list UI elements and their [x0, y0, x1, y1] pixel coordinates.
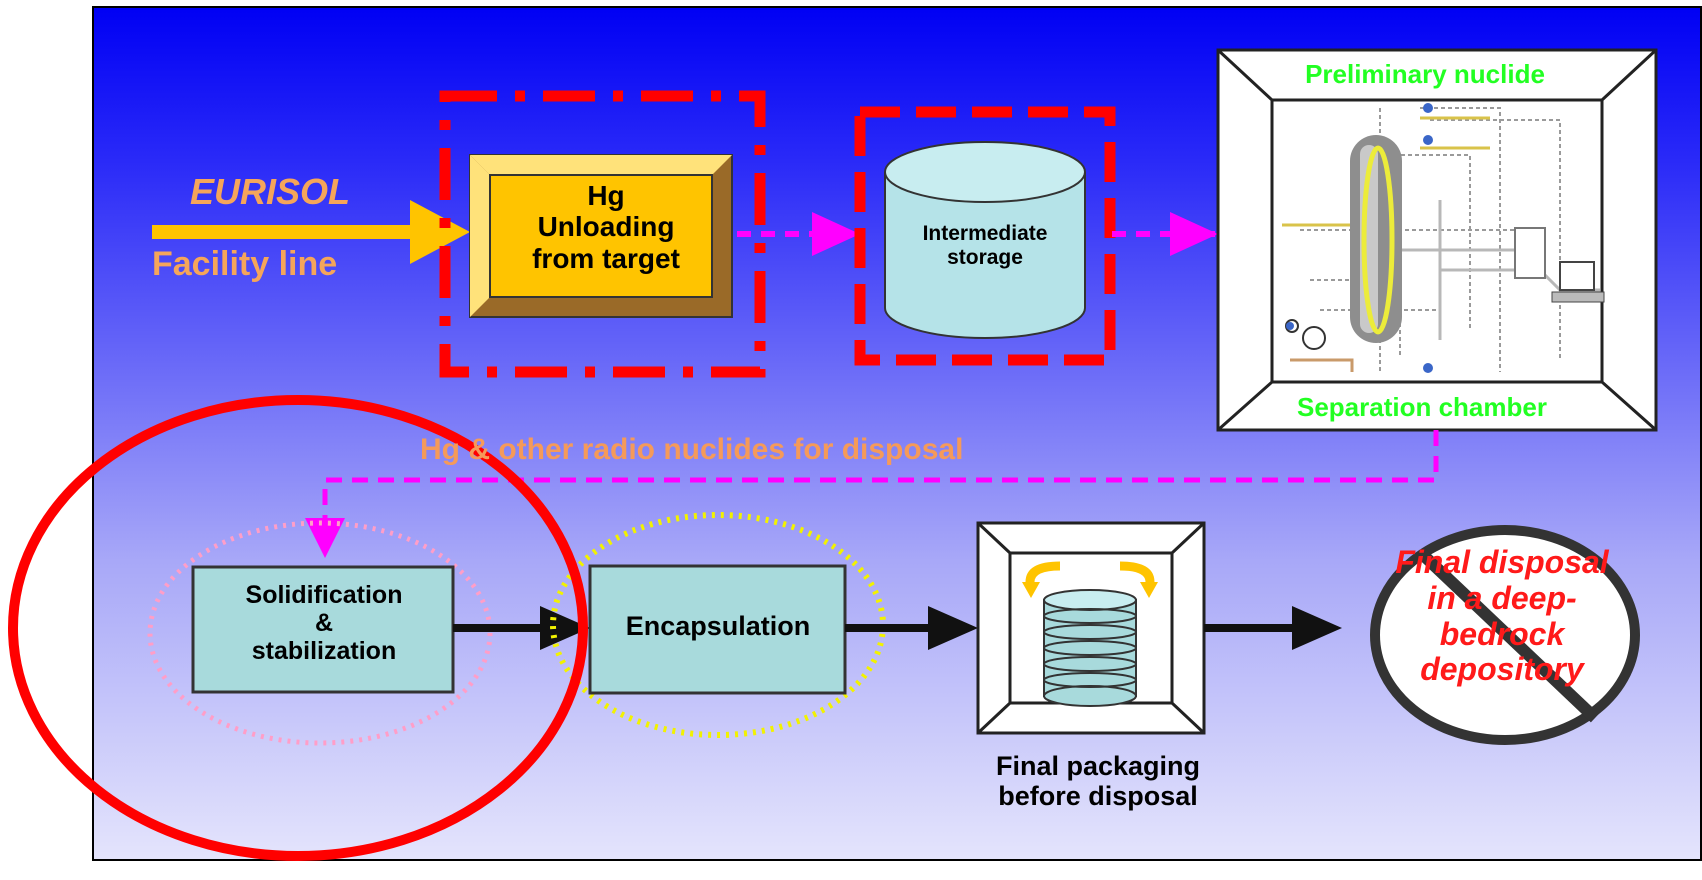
storage-highlight-frame — [854, 106, 1116, 366]
final-packaging-label: Final packaging before disposal — [995, 751, 1201, 812]
flow-arrowhead-storage — [812, 212, 860, 256]
red-circle-marker — [8, 395, 588, 861]
separation-apparatus-illustration — [1282, 103, 1605, 373]
solidification-label: Solidification & stabilization — [245, 581, 403, 665]
solidification-box — [191, 565, 455, 694]
preliminary-nuclide-label: Preliminary nuclide — [1305, 59, 1545, 89]
final-disposal-label: Final disposal in a deep- bedrock deposi… — [1395, 544, 1609, 688]
disposal-route-label: Hg & other radio nuclides for disposal — [420, 433, 964, 466]
unloading-box — [469, 154, 733, 318]
encapsulation-label: Encapsulation — [625, 611, 811, 641]
unloading-label: Hg Unloading from target — [532, 180, 680, 274]
prohibition-sign-icon — [1370, 525, 1640, 745]
solidification-dotted-ellipse — [147, 520, 493, 746]
facility-line-label: Facility line — [152, 245, 338, 283]
separation-chamber-label: Separation chamber — [1297, 392, 1547, 422]
arrowhead-packaging — [928, 606, 978, 650]
canister-icon — [1022, 561, 1158, 707]
eurisol-input-arrow — [152, 200, 470, 264]
storage-cylinder — [884, 141, 1086, 339]
flow-arrowhead-chamber — [1170, 212, 1218, 256]
flow-arrowhead-solidification — [305, 518, 345, 558]
eurisol-label: EURISOL — [190, 171, 351, 212]
arrowhead-final — [1292, 606, 1342, 650]
storage-label: Intermediate storage — [922, 222, 1048, 269]
arrowhead-encapsulation — [540, 606, 590, 650]
flow-route-to-solidification — [322, 430, 1439, 525]
